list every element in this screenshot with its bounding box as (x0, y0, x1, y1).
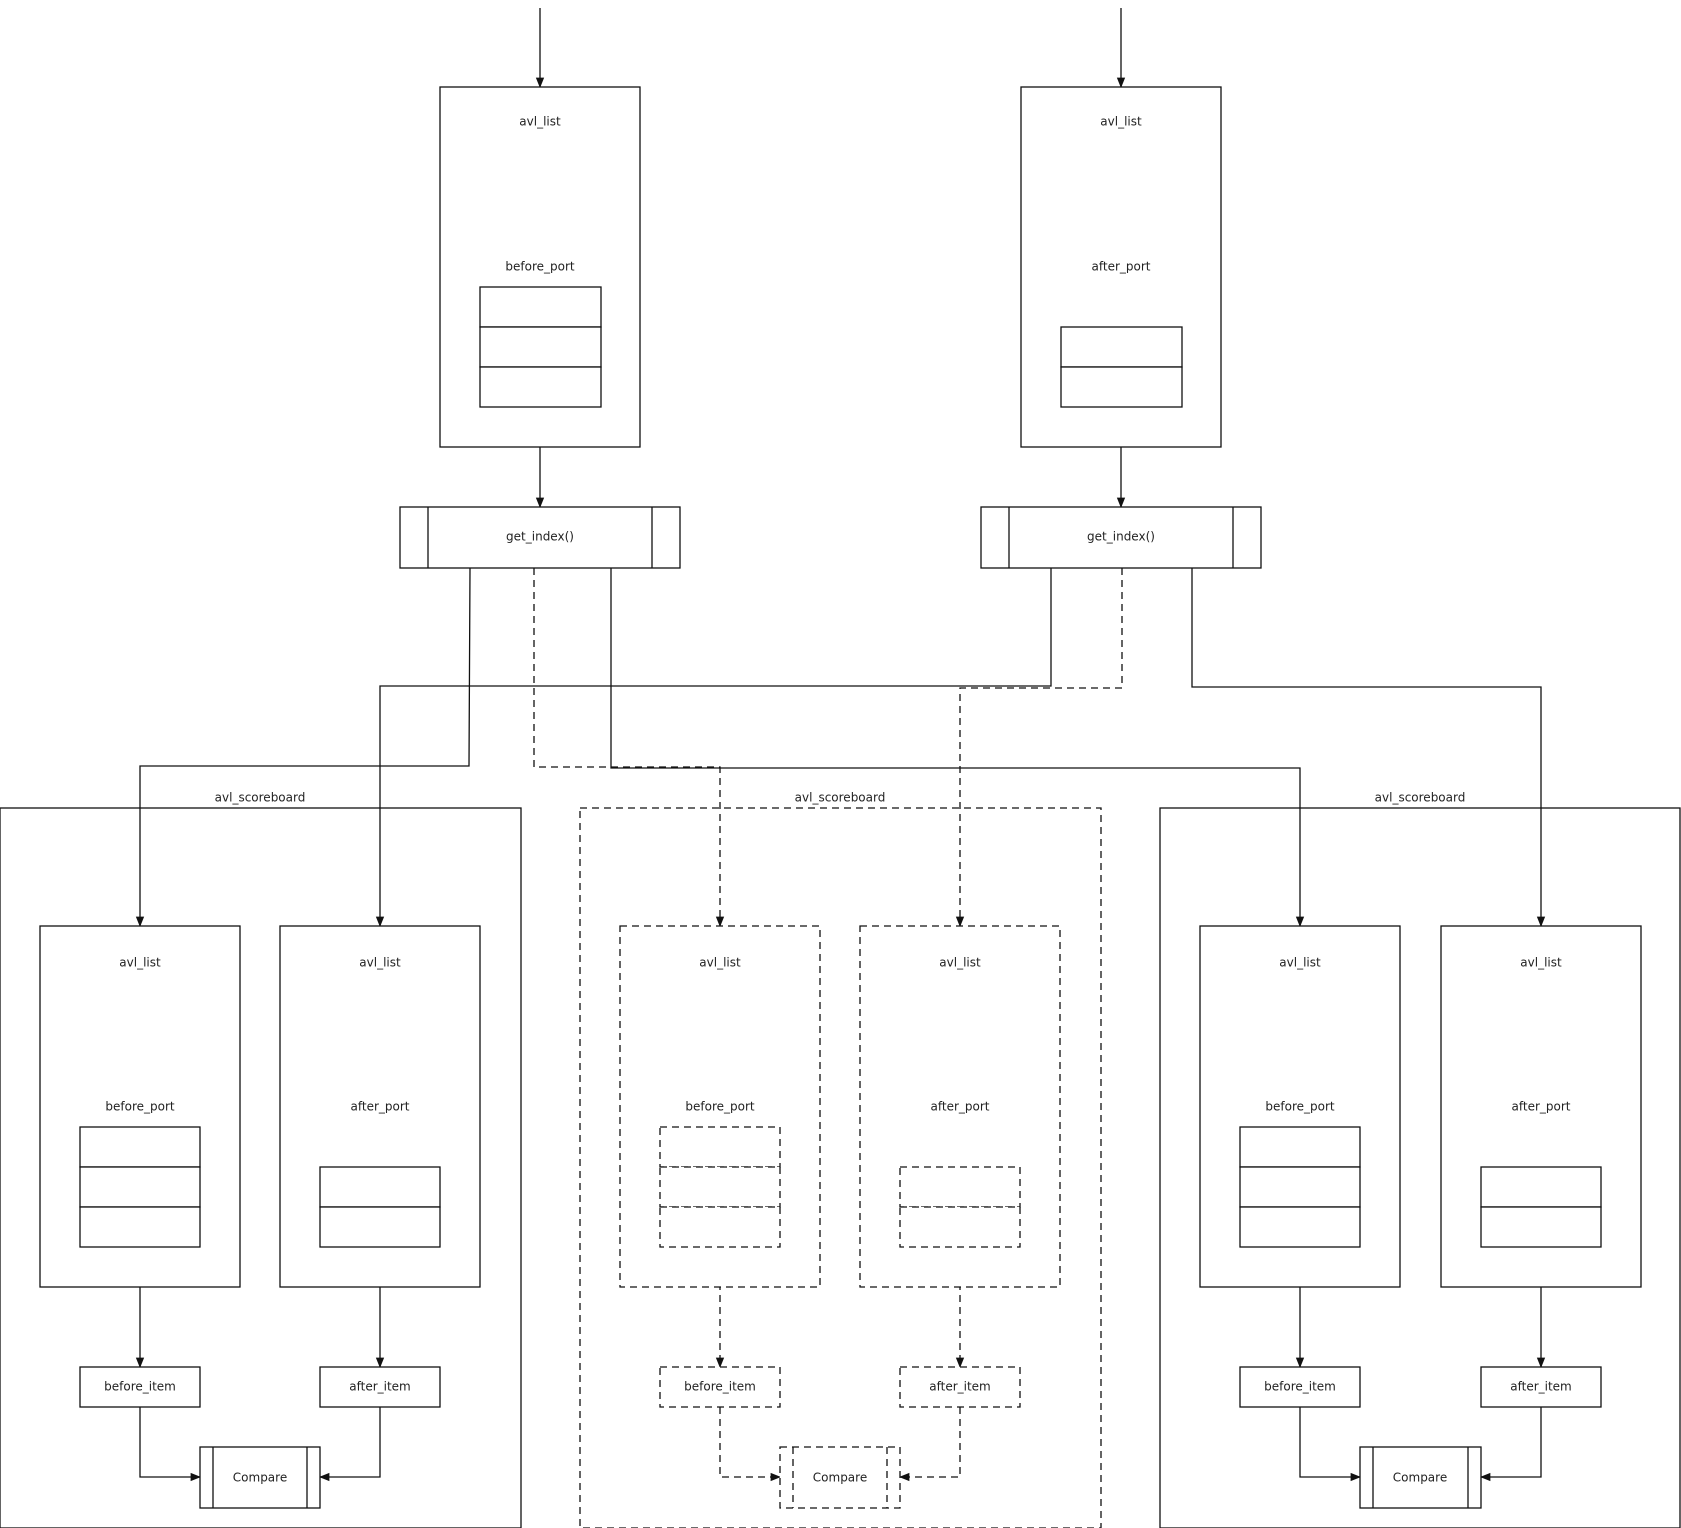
scoreboard-1-right-list-label: avl_list (359, 956, 401, 970)
scoreboard-3-before-item-box[interactable] (1239, 1366, 1361, 1408)
scoreboard-2-right-list-label: avl_list (939, 956, 981, 970)
scoreboard-3-title: avl_scoreboard (1375, 791, 1466, 805)
sb3-item-to-compare-left (1299, 1407, 1362, 1482)
top-right-list-label: avl_list (1100, 115, 1142, 129)
scoreboard-1-after-item-box[interactable] (319, 1366, 441, 1408)
wire-right-getindex-to-sb1-right (375, 568, 1052, 928)
scoreboard-2-right-port-label: after_port (931, 1100, 990, 1114)
scoreboard-1-frame[interactable] (0, 807, 522, 1528)
wire-right-getindex-to-sb2-right (955, 568, 1123, 928)
scoreboard-1-left-list-label: avl_list (119, 956, 161, 970)
top-right-getindex-label: get_index() (1087, 530, 1155, 544)
sb1-item-to-compare-left (139, 1407, 202, 1482)
sb3-item-to-compare-right (1479, 1407, 1542, 1482)
scoreboard-2: avl_scoreboard avl_list before_port avl_… (579, 791, 1102, 1528)
scoreboard-3-after-item-label: after_item (1510, 1380, 1572, 1394)
top-left-port-slot-1 (479, 286, 602, 328)
scoreboard-2-frame[interactable] (579, 807, 1102, 1528)
scoreboard-3: avl_scoreboard avl_list before_port avl_… (1159, 791, 1681, 1528)
wire-left-getindex-to-sb1-left (135, 567, 471, 928)
scoreboard-2-compare-box[interactable] (779, 1446, 901, 1509)
scoreboard-1-before-item-box[interactable] (79, 1366, 201, 1408)
scoreboard-1-compare-box[interactable] (199, 1446, 321, 1509)
scoreboard-3-left-port-label: before_port (1265, 1100, 1335, 1114)
top-right-port-label: after_port (1092, 260, 1151, 274)
top-left-port-slot-3 (479, 366, 602, 408)
sb2-item-to-compare-left (719, 1407, 782, 1482)
wire-left-getindex-to-sb2-left (533, 568, 725, 928)
scoreboard-1-before-item-label: before_item (104, 1380, 176, 1394)
scoreboard-3-frame[interactable] (1159, 807, 1681, 1528)
scoreboard-1-title: avl_scoreboard (215, 791, 306, 805)
scoreboard-1-right-port-label: after_port (351, 1100, 410, 1114)
scoreboard-3-before-item-label: before_item (1264, 1380, 1336, 1394)
scoreboard-1-compare-label: Compare (233, 1471, 287, 1485)
wire-right-getindex-to-sb3-right (1191, 568, 1546, 928)
scoreboard-2-left-list-label: avl_list (699, 956, 741, 970)
scoreboard-3-right-list-label: avl_list (1520, 956, 1562, 970)
top-right-port-slot-2 (1060, 366, 1183, 408)
scoreboard-3-compare-box[interactable] (1359, 1446, 1482, 1509)
scoreboard-2-compare-label: Compare (813, 1471, 867, 1485)
sb2-item-to-compare-right (898, 1407, 961, 1482)
sb1-item-to-compare-right (318, 1407, 381, 1482)
scoreboard-2-before-item-box[interactable] (659, 1366, 781, 1408)
connectors (135, 8, 1546, 1482)
scoreboard-2-before-item-label: before_item (684, 1380, 756, 1394)
top-right-getindex-box[interactable] (980, 506, 1262, 569)
scoreboard-2-after-item-label: after_item (929, 1380, 991, 1394)
top-left-list-group: avl_list before_port (439, 86, 641, 448)
wire-left-getindex-to-sb3-left (610, 568, 1305, 928)
scoreboard-1: avl_scoreboard avl_list before_port avl_… (0, 791, 522, 1528)
scoreboard-2-after-item-box[interactable] (899, 1366, 1021, 1408)
top-left-getindex-label: get_index() (506, 530, 574, 544)
scoreboard-3-after-item-box[interactable] (1480, 1366, 1602, 1408)
top-right-port-slot-1 (1060, 326, 1183, 368)
scoreboard-2-left-port-label: before_port (685, 1100, 755, 1114)
top-left-list-label: avl_list (519, 115, 561, 129)
top-left-getindex[interactable]: get_index() (399, 506, 681, 569)
top-right-list-group: avl_list after_port (1020, 86, 1222, 448)
top-right-getindex[interactable]: get_index() (980, 506, 1262, 569)
scoreboard-3-left-list-label: avl_list (1279, 956, 1321, 970)
top-left-port-label: before_port (505, 260, 575, 274)
scoreboard-3-right-port-label: after_port (1512, 1100, 1571, 1114)
scoreboard-2-title: avl_scoreboard (795, 791, 886, 805)
scoreboard-1-left-port-label: before_port (105, 1100, 175, 1114)
scoreboard-3-compare-label: Compare (1393, 1471, 1447, 1485)
top-left-port-slot-2 (479, 326, 602, 368)
top-left-getindex-box[interactable] (399, 506, 681, 569)
scoreboard-1-after-item-label: after_item (349, 1380, 411, 1394)
